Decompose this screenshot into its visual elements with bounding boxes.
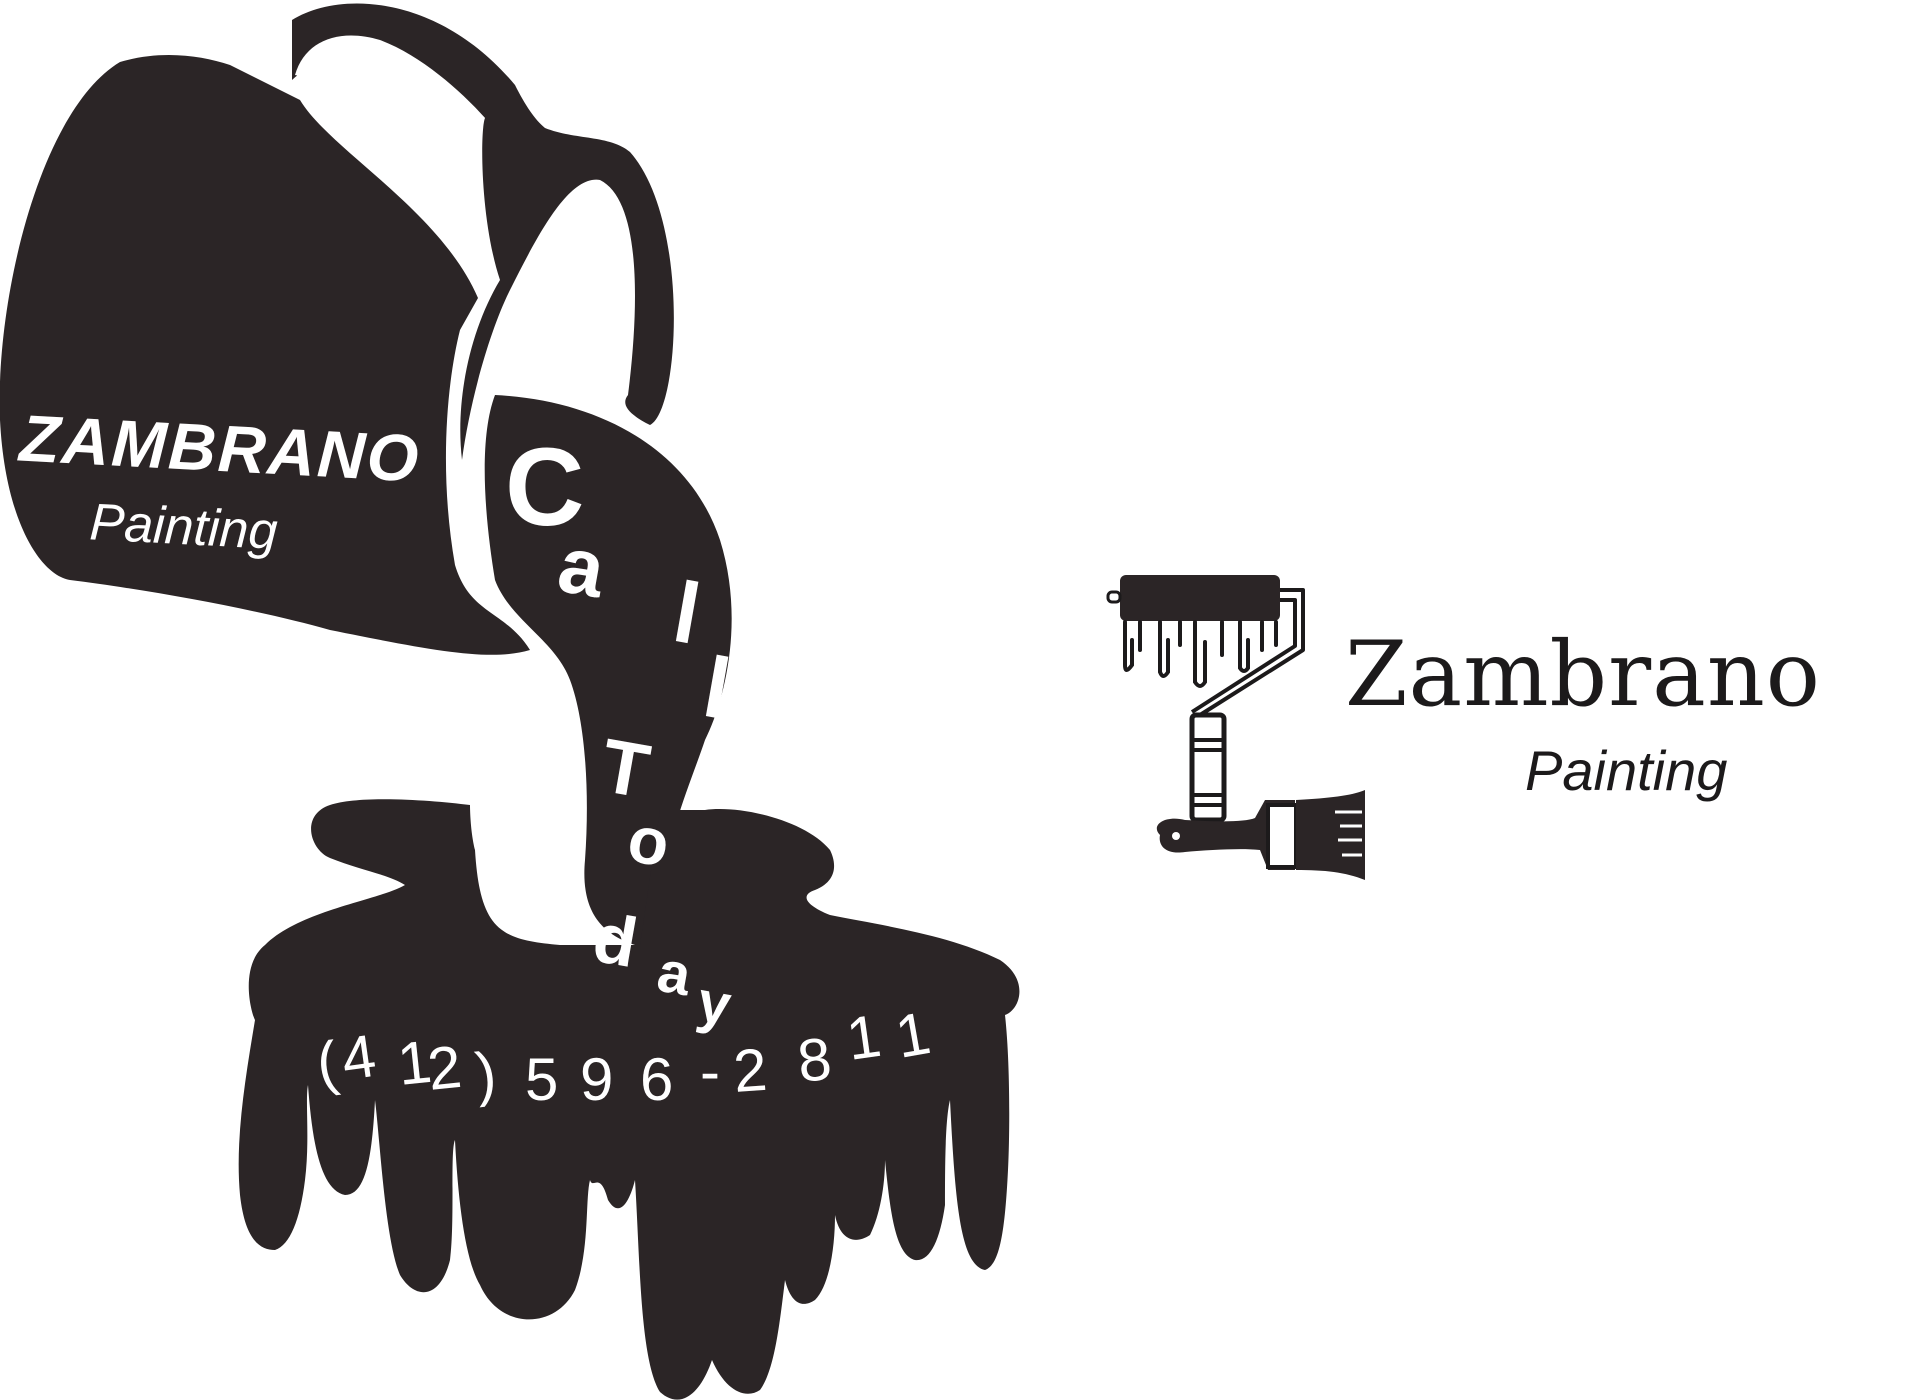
phone-char: 2 xyxy=(731,1036,769,1105)
paint-stream xyxy=(484,395,732,945)
phone-char: 2 xyxy=(424,1033,464,1103)
brush-handle xyxy=(1156,800,1295,870)
bucket-body xyxy=(0,55,530,655)
logo-sub: Painting xyxy=(1525,739,1727,802)
roller-cylinder xyxy=(1120,575,1280,621)
brush-hole xyxy=(1172,832,1180,840)
paint-roller-icon xyxy=(1106,575,1305,823)
phone-char: 8 xyxy=(794,1025,834,1095)
roller-drips xyxy=(1123,620,1278,688)
phone-char: 9 xyxy=(580,1046,613,1113)
brush-bristle-lines xyxy=(1335,810,1362,857)
paint-bucket-icon xyxy=(0,3,1020,1400)
roller-cap xyxy=(1106,590,1122,604)
logo-mark xyxy=(1106,575,1365,880)
stream-letter: C xyxy=(505,426,584,549)
brush-ferrule xyxy=(1266,803,1298,869)
phone-char: - xyxy=(700,1038,720,1105)
logo-name: Zambrano xyxy=(1345,622,1821,727)
phone-char: 6 xyxy=(640,1046,673,1113)
paint-brush-icon xyxy=(1156,790,1365,880)
brush-bristles xyxy=(1296,790,1365,880)
phone-char: 5 xyxy=(525,1046,558,1113)
roller-frame xyxy=(1190,588,1305,717)
phone-char: 1 xyxy=(394,1028,434,1098)
bucket-brand-sub: Painting xyxy=(88,493,279,561)
bucket-mouth-highlight xyxy=(295,35,485,118)
paint-puddle xyxy=(238,799,1020,1400)
